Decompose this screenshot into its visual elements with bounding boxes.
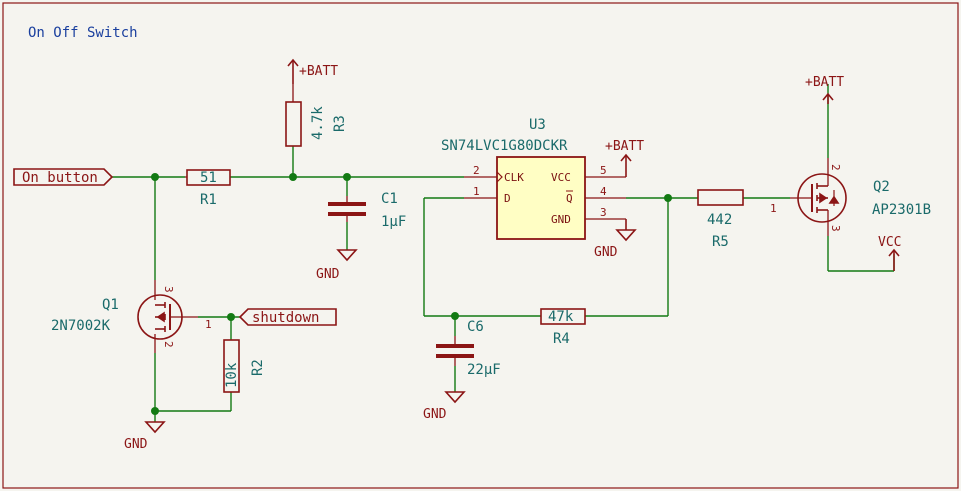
r5-value: 442 xyxy=(707,212,732,228)
r1-ref: R1 xyxy=(200,192,217,208)
power-gnd-q1: GND xyxy=(124,411,166,452)
resistor-r2[interactable]: 10k R2 xyxy=(223,339,266,393)
power-batt-u3: +BATT xyxy=(605,139,644,177)
r4-ref: R4 xyxy=(553,331,570,347)
gnd-q1-label: GND xyxy=(124,437,148,452)
c1-value: 1µF xyxy=(381,214,406,230)
q2-value: AP2301B xyxy=(872,202,931,218)
gnd-c1-label: GND xyxy=(316,267,340,282)
resistor-r5[interactable]: 442 R5 xyxy=(697,189,744,250)
ic-u3[interactable]: CLK D VCC Q GND 2 1 5 4 3 U3 SN74LVC1G80… xyxy=(441,117,626,240)
q2-pin-source: 2 xyxy=(829,164,842,171)
label-on-button-text: On_button xyxy=(22,170,98,186)
q1-pin-drain: 3 xyxy=(162,286,175,293)
r1-value: 51 xyxy=(200,170,217,186)
resistor-r1[interactable]: 51 R1 xyxy=(185,169,231,208)
r2-value: 10k xyxy=(224,362,240,388)
r3-value: 4.7k xyxy=(310,106,326,140)
q2-pin-gate: 1 xyxy=(770,202,777,215)
label-shutdown[interactable]: shutdown xyxy=(238,308,337,326)
batt-q2-label: +BATT xyxy=(805,75,844,90)
q1-ref: Q1 xyxy=(102,297,119,313)
r4-value: 47k xyxy=(548,309,574,325)
resistor-r3[interactable]: 4.7k R3 xyxy=(285,84,348,147)
power-batt-q2: +BATT xyxy=(805,75,844,104)
junction-dot xyxy=(289,173,297,181)
junction-dot xyxy=(343,173,351,181)
u3-pin-vcc: VCC xyxy=(551,171,571,184)
mosfet-q2[interactable]: 1 2 3 Q2 AP2301B xyxy=(770,158,931,236)
resistor-r4[interactable]: 47k R4 xyxy=(540,308,586,347)
u3-pinnum-vcc: 5 xyxy=(600,164,607,177)
r5-ref: R5 xyxy=(712,234,729,250)
c6-value: 22µF xyxy=(467,362,501,378)
c1-ref: C1 xyxy=(381,191,398,207)
q1-value: 2N7002K xyxy=(51,318,111,334)
power-vcc-q2: VCC xyxy=(878,235,901,271)
u3-pin-d: D xyxy=(504,192,511,205)
u3-pinnum-qbar: 4 xyxy=(600,185,607,198)
capacitor-c1[interactable]: C1 1µF xyxy=(328,191,406,230)
label-shutdown-text: shutdown xyxy=(252,310,319,326)
c6-ref: C6 xyxy=(467,319,484,335)
label-on-button[interactable]: On_button xyxy=(13,168,114,186)
sheet-title: On Off Switch xyxy=(28,25,138,41)
junctions xyxy=(151,173,672,415)
junction-dot xyxy=(451,312,459,320)
u3-value: SN74LVC1G80DCKR xyxy=(441,138,568,154)
u3-pin-gnd: GND xyxy=(551,213,571,226)
gnd-u3-label: GND xyxy=(594,245,618,260)
power-gnd-c1: GND xyxy=(316,249,358,282)
u3-pinnum-gnd: 3 xyxy=(600,206,607,219)
q2-pin-drain: 3 xyxy=(829,225,842,232)
junction-dot xyxy=(227,313,235,321)
u3-ref: U3 xyxy=(529,117,546,133)
batt-u3-label: +BATT xyxy=(605,139,644,154)
vcc-q2-label: VCC xyxy=(878,235,901,250)
q1-pin-source: 2 xyxy=(162,341,175,348)
wires xyxy=(112,84,895,412)
u3-pinnum-clk: 2 xyxy=(473,164,480,177)
u3-pinnum-d: 1 xyxy=(473,185,480,198)
capacitor-c6[interactable]: C6 22µF xyxy=(436,319,501,378)
power-gnd-c6: GND xyxy=(423,391,466,422)
gnd-c6-label: GND xyxy=(423,407,447,422)
batt-r3-label: +BATT xyxy=(299,64,338,79)
q2-ref: Q2 xyxy=(873,179,890,195)
junction-dot xyxy=(664,194,672,202)
junction-dot xyxy=(151,173,159,181)
mosfet-q1[interactable]: Q1 2N7002K 1 3 2 xyxy=(51,280,212,353)
u3-pin-qbar: Q xyxy=(566,192,573,205)
power-batt-r3: +BATT xyxy=(287,58,338,84)
u3-pin-clk: CLK xyxy=(504,171,524,184)
power-gnd-u3: GND xyxy=(594,219,637,260)
r2-ref: R2 xyxy=(250,359,266,376)
q1-pin-gate: 1 xyxy=(205,318,212,331)
r3-ref: R3 xyxy=(332,115,348,132)
